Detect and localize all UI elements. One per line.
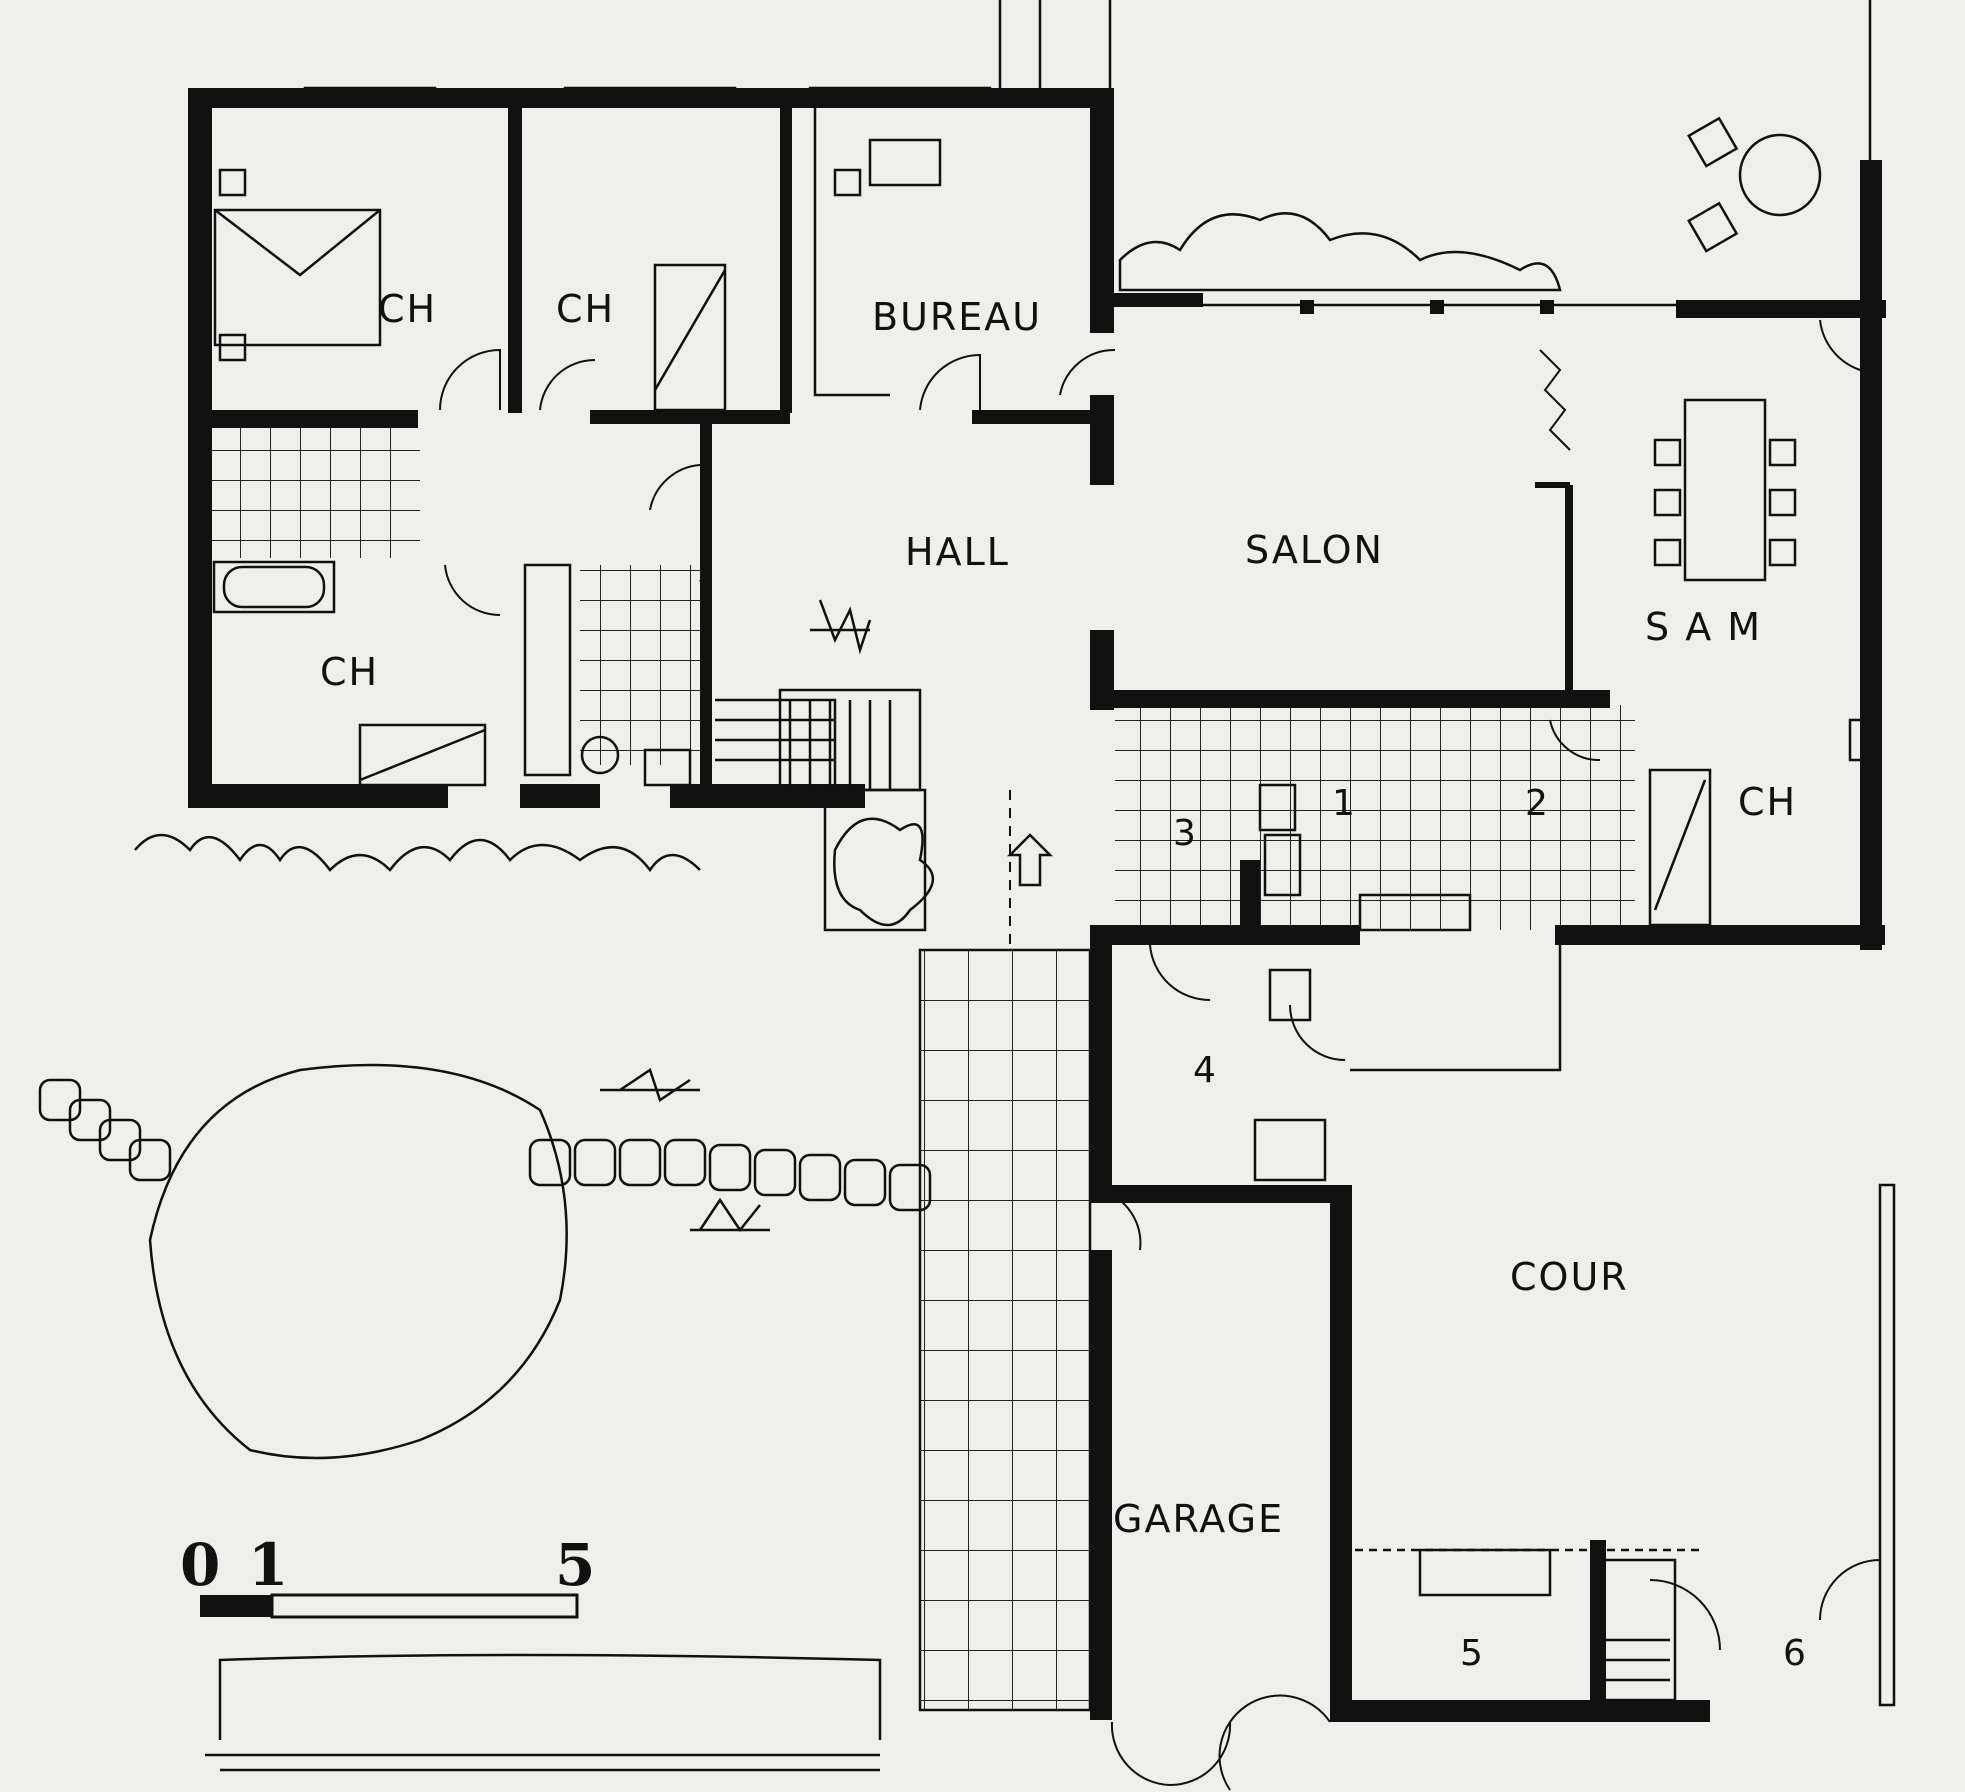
pond [148, 1063, 568, 1460]
room-label-sam: S A M [1645, 605, 1762, 649]
room-label-ch-1: CH [378, 287, 437, 331]
room-label-cour: COUR [1510, 1255, 1629, 1299]
room-number-2: 2 [1525, 783, 1548, 824]
landscape [38, 212, 1562, 1460]
room-labels: CH CH BUREAU CH HALL SALON S A M CH COUR… [320, 287, 1797, 1541]
room-number-5: 5 [1460, 1633, 1483, 1674]
scale-label-5: 5 [555, 1531, 595, 1599]
number-labels: 1 2 3 4 5 6 [1173, 783, 1806, 1674]
scale-label-0: 0 [180, 1531, 220, 1599]
thin-lines [188, 0, 1896, 1772]
walls [188, 88, 1886, 1722]
room-label-salon: SALON [1245, 528, 1384, 572]
door-swings [439, 319, 1881, 1791]
room-label-ch-4: CH [1738, 780, 1797, 824]
stepping-stones [38, 1078, 932, 1212]
room-number-6: 6 [1783, 1633, 1806, 1674]
scale-bar: 0 1 5 [180, 1531, 595, 1619]
room-label-bureau: BUREAU [872, 295, 1042, 339]
room-label-ch-2: CH [556, 287, 615, 331]
plant-garden [600, 1068, 700, 1102]
room-number-1: 1 [1332, 783, 1355, 824]
room-label-garage: GARAGE [1113, 1497, 1284, 1541]
room-number-4: 4 [1193, 1050, 1216, 1091]
room-label-ch-3: CH [320, 650, 379, 694]
plant-garden-2 [690, 1197, 770, 1233]
shrub-entry [833, 817, 935, 927]
hedge-left [134, 833, 701, 873]
shrub-top [1118, 212, 1562, 292]
scale-label-1: 1 [248, 1531, 288, 1599]
plant-hall [810, 599, 872, 655]
room-label-hall: HALL [905, 530, 1010, 574]
room-number-3: 3 [1173, 813, 1196, 854]
